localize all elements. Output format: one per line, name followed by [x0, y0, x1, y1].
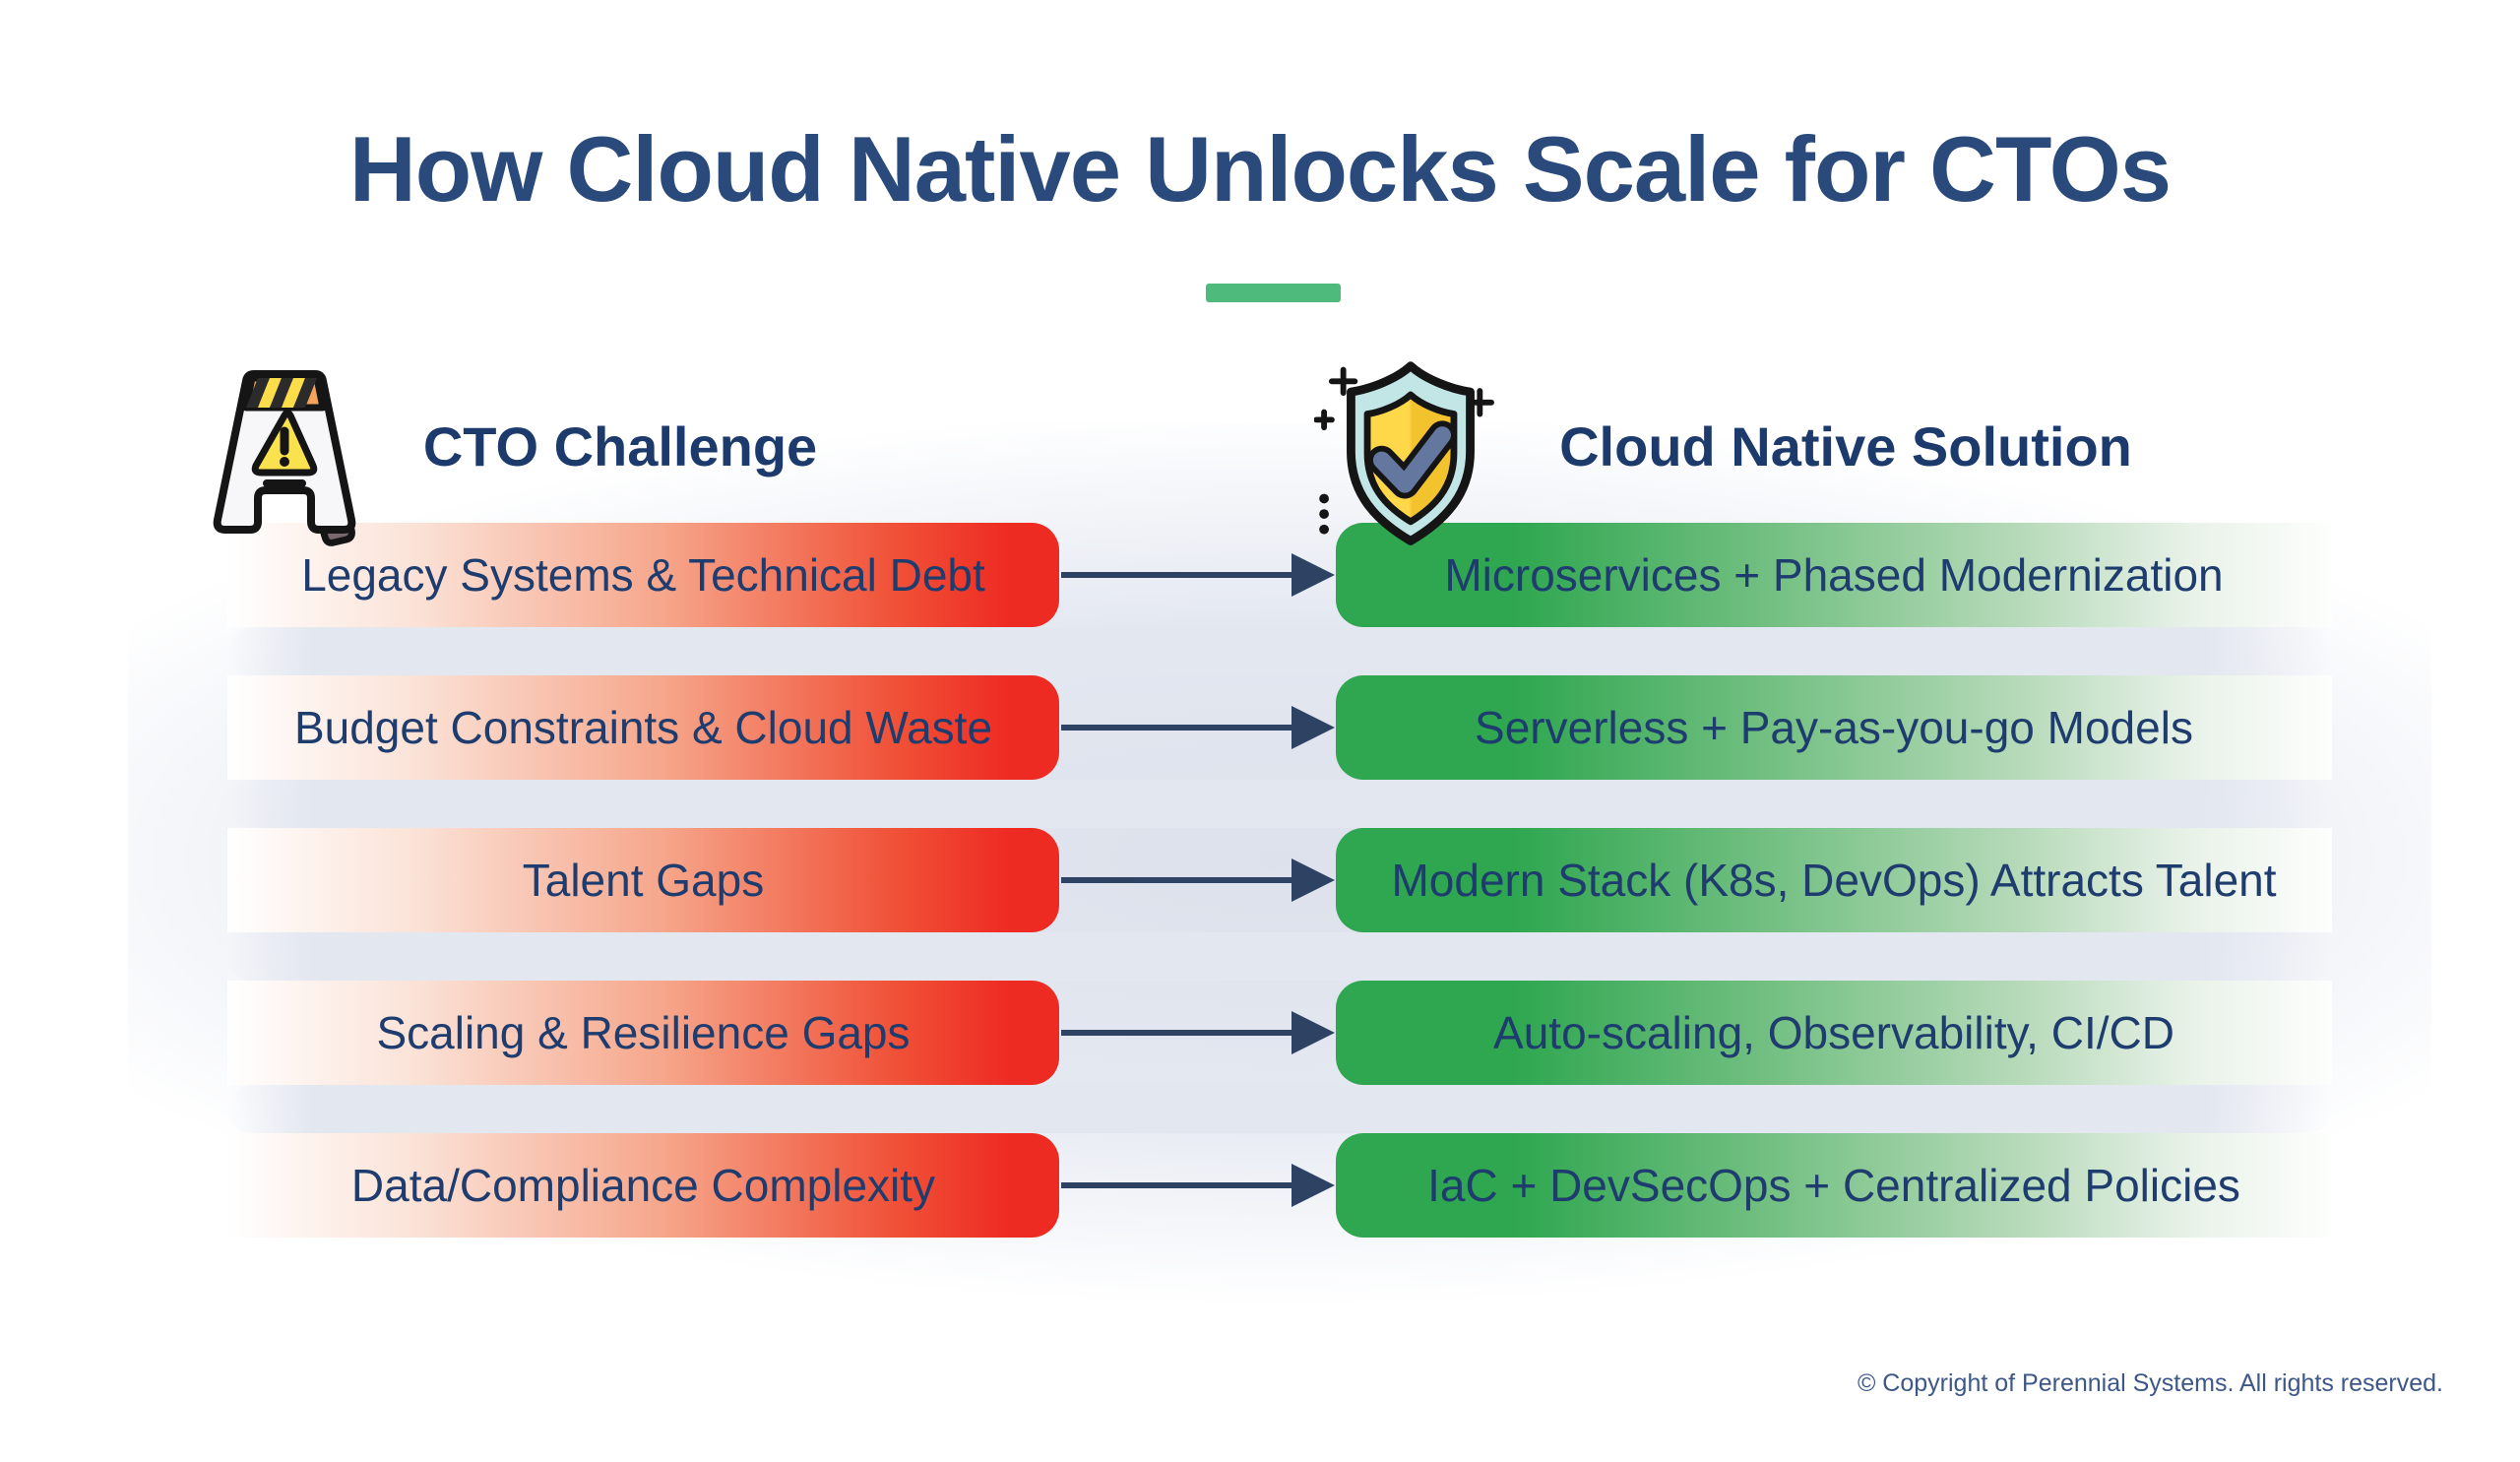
solution-bar: Serverless + Pay-as-you-go Models: [1336, 675, 2332, 780]
arrow-icon: [1061, 1164, 1335, 1207]
solution-bar: Modern Stack (K8s, DevOps) Attracts Tale…: [1336, 828, 2332, 932]
challenge-column-heading: CTO Challenge: [422, 415, 818, 477]
mapping-row: Budget Constraints & Cloud Waste Serverl…: [0, 675, 2520, 780]
challenge-bar: Talent Gaps: [227, 828, 1059, 932]
row-gap-band: [227, 932, 2332, 981]
arrow-icon: [1061, 858, 1335, 902]
arrow-icon: [1061, 1011, 1335, 1054]
challenge-bar: Legacy Systems & Technical Debt: [227, 523, 1059, 627]
mapping-row: Legacy Systems & Technical Debt Microser…: [0, 523, 2520, 627]
solution-bar: Microservices + Phased Modernization: [1336, 523, 2332, 627]
mapping-row: Data/Compliance Complexity IaC + DevSecO…: [0, 1133, 2520, 1238]
solution-bar: Auto-scaling, Observability, CI/CD: [1336, 981, 2332, 1085]
solution-bar: IaC + DevSecOps + Centralized Policies: [1336, 1133, 2332, 1238]
title-accent-bar: [1206, 284, 1341, 302]
row-gap-band: [227, 627, 2332, 675]
page-title: How Cloud Native Unlocks Scale for CTOs: [348, 117, 2172, 221]
challenge-bar: Budget Constraints & Cloud Waste: [227, 675, 1059, 780]
mapping-row: Talent Gaps Modern Stack (K8s, DevOps) A…: [0, 828, 2520, 932]
shield-check-icon: [1313, 352, 1507, 564]
arrow-icon: [1061, 706, 1335, 749]
arrow-icon: [1061, 553, 1335, 597]
mapping-row: Scaling & Resilience Gaps Auto-scaling, …: [0, 981, 2520, 1085]
solution-column-heading: Cloud Native Solution: [1559, 415, 2132, 477]
row-gap-band: [227, 1085, 2332, 1133]
challenge-bar: Data/Compliance Complexity: [227, 1133, 1059, 1238]
row-gap-band: [227, 780, 2332, 828]
copyright-notice: © Copyright of Perennial Systems. All ri…: [1857, 1369, 2443, 1397]
warning-sign-icon: [189, 364, 386, 561]
challenge-bar: Scaling & Resilience Gaps: [227, 981, 1059, 1085]
